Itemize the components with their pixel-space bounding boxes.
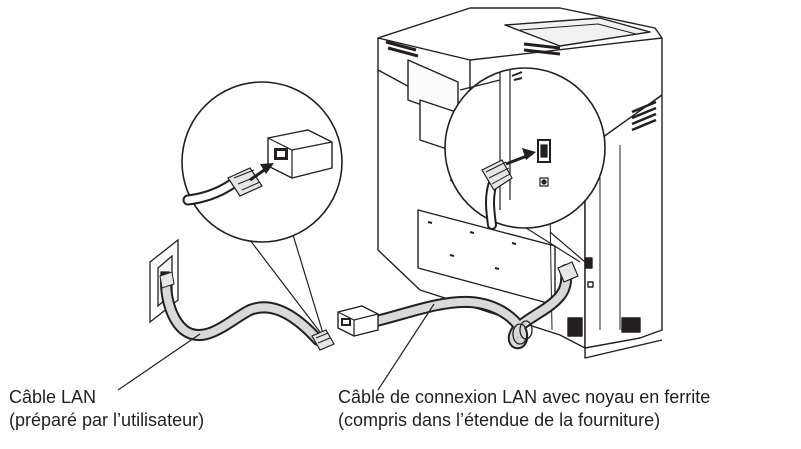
- label-ferrite-cable-line1: Câble de connexion LAN avec noyau en fer…: [338, 387, 711, 407]
- callout-leader-lines: [117, 303, 435, 391]
- label-lan-cable-line1: Câble LAN: [9, 387, 97, 407]
- leader-line-lan-cable: [117, 333, 201, 391]
- zoom-circle-ferrite-core: [181, 81, 343, 341]
- lan-cable-user: [159, 271, 335, 351]
- label-ferrite-cable-line2: (compris dans l’étendue de la fourniture…: [338, 410, 661, 430]
- zoom-circle-printer-port: [444, 67, 606, 263]
- label-lan-cable: Câble LAN (préparé par l’utilisateur): [9, 386, 204, 432]
- leader-line-ferrite-cable: [377, 303, 435, 391]
- label-lan-cable-line2: (préparé par l’utilisateur): [9, 410, 205, 430]
- label-ferrite-cable: Câble de connexion LAN avec noyau en fer…: [338, 386, 710, 432]
- lan-connection-cable-ferrite: [337, 261, 579, 350]
